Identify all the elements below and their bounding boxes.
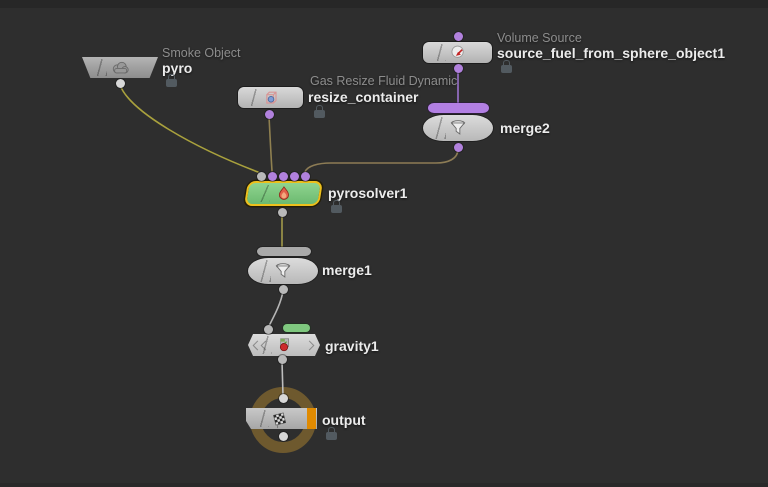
smoke-cloud-icon	[112, 61, 129, 73]
node-type-label: Gas Resize Fluid Dynamic	[310, 74, 458, 88]
node-body[interactable]	[248, 258, 318, 284]
merge-funnel-icon	[275, 263, 291, 278]
node-body[interactable]	[248, 334, 320, 356]
output-connector[interactable]	[278, 355, 287, 364]
lock-icon	[331, 200, 342, 213]
output-connector[interactable]	[279, 285, 288, 294]
node-name-label[interactable]: gravity1	[325, 338, 379, 354]
output-connector[interactable]	[265, 110, 274, 119]
multi-input-bar[interactable]	[257, 247, 311, 256]
wire-gravity1-to-output[interactable]	[281, 360, 284, 397]
volume-source-sphere-icon	[450, 45, 464, 58]
gravity-apple-icon	[279, 338, 289, 352]
node-type-label: Volume Source	[497, 31, 582, 45]
wire-merge2-to-pyrosolver1[interactable]	[304, 148, 459, 173]
wire-pyro-to-pyrosolver1[interactable]	[119, 84, 259, 173]
output-connector[interactable]	[116, 79, 125, 88]
editor-bottom-edge	[0, 483, 768, 487]
node-name-label[interactable]: pyrosolver1	[328, 185, 408, 201]
node-body[interactable]	[246, 408, 317, 429]
node-body-selected[interactable]	[244, 181, 323, 206]
lock-icon	[314, 105, 325, 118]
node-type-label: Smoke Object	[162, 46, 241, 60]
input-connector[interactable]	[454, 32, 463, 41]
lock-icon	[166, 74, 177, 87]
wire-merge1-to-gravity1[interactable]	[268, 290, 284, 327]
output-connector[interactable]	[454, 64, 463, 73]
node-body[interactable]	[82, 57, 158, 78]
output-connector[interactable]	[278, 208, 287, 217]
node-body[interactable]	[423, 42, 492, 63]
input-connector-3[interactable]	[279, 172, 288, 181]
multi-input-bar[interactable]	[428, 103, 489, 113]
input-connector-2[interactable]	[268, 172, 277, 181]
gas-resize-cube-icon	[265, 91, 277, 104]
output-connector[interactable]	[454, 143, 463, 152]
input-connector-5[interactable]	[301, 172, 310, 181]
editor-top-edge	[0, 0, 768, 8]
node-name-label[interactable]: merge2	[500, 120, 550, 136]
pyro-flame-icon	[278, 185, 289, 200]
node-body[interactable]	[423, 115, 493, 141]
node-name-label[interactable]: source_fuel_from_sphere_object1	[497, 45, 725, 61]
lock-icon	[501, 60, 512, 73]
merge-funnel-icon	[450, 120, 466, 135]
input-connector[interactable]	[264, 325, 273, 334]
render-flag[interactable]	[307, 408, 316, 429]
node-name-label[interactable]: resize_container	[308, 89, 419, 105]
wire-resize-to-pyrosolver1[interactable]	[268, 115, 273, 172]
lock-icon	[326, 427, 337, 440]
node-body[interactable]	[238, 87, 303, 108]
node-name-label[interactable]: merge1	[322, 262, 372, 278]
input-connector-4[interactable]	[290, 172, 299, 181]
input-connector-1[interactable]	[257, 172, 266, 181]
green-state-badge[interactable]	[283, 324, 310, 332]
node-name-label[interactable]: output	[322, 412, 366, 428]
output-connector[interactable]	[279, 432, 288, 441]
input-connector[interactable]	[279, 394, 288, 403]
checkered-flag-icon	[272, 412, 286, 428]
node-name-label[interactable]: pyro	[162, 60, 193, 76]
